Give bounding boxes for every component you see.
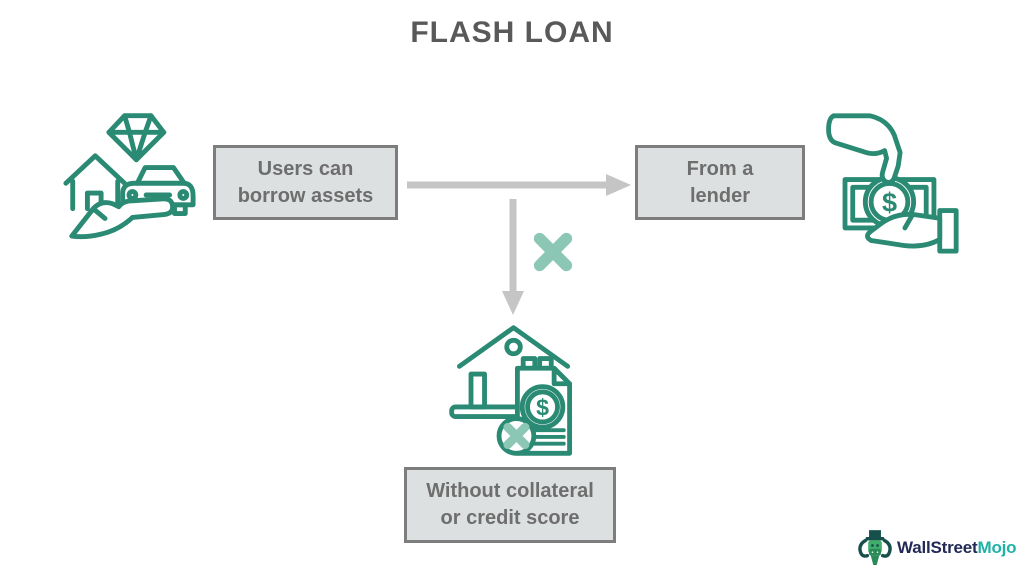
node-without-collateral: Without collateral or credit score [404, 467, 616, 543]
cross-icon [533, 232, 573, 272]
node-label-line: From a [686, 157, 754, 180]
hand-holding-assets-icon [63, 113, 196, 240]
node-label-line: Users can [257, 157, 354, 180]
arrow-down [502, 199, 524, 315]
wallstreetmojo-logo: WallStreetMojo [858, 527, 1017, 569]
arrow-right [407, 174, 631, 196]
node-users-can-borrow: Users can borrow assets [213, 145, 398, 220]
node-label-line: lender [689, 184, 751, 207]
house-dollar-document-icon: $ [449, 325, 573, 456]
diagram-title: FLASH LOAN [410, 16, 614, 49]
logo-text-wallstreet: WallStreet [897, 538, 978, 557]
hand-giving-cash-icon: $ [826, 113, 959, 254]
node-from-lender: From a lender [635, 145, 805, 220]
node-label-line: Without collateral [426, 480, 594, 502]
logo-text: WallStreetMojo [897, 538, 1017, 558]
logo-mascot-icon [858, 530, 892, 565]
logo-text-mojo: Mojo [977, 538, 1017, 557]
node-label-line: or credit score [440, 507, 580, 529]
node-label-line: borrow assets [237, 184, 374, 207]
dollar-symbol: $ [882, 188, 897, 218]
dollar-symbol: $ [536, 395, 549, 421]
